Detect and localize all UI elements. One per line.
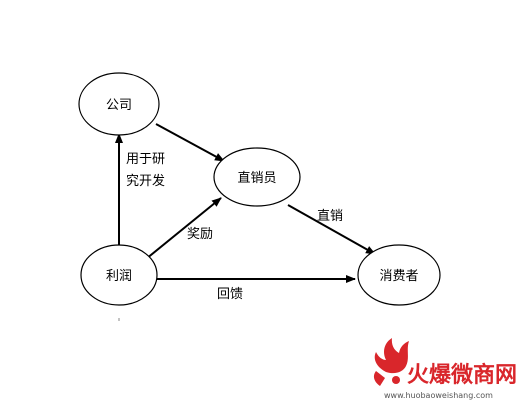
edge-profit-to-direct-seller bbox=[145, 197, 222, 260]
node-profit: 利润 bbox=[80, 244, 158, 306]
node-direct-seller-label: 直销员 bbox=[237, 171, 276, 186]
edge-label-feedback: 回馈 bbox=[217, 287, 243, 302]
edge-direct-seller-to-consumer bbox=[287, 204, 376, 255]
node-company: 公司 bbox=[78, 72, 160, 136]
edge-label-research-line2: 究开发 bbox=[126, 173, 165, 189]
node-direct-seller: 直销员 bbox=[213, 147, 301, 207]
watermark-brand: 火爆微商网 bbox=[407, 362, 517, 388]
edge-label-reward: 奖励 bbox=[187, 227, 213, 242]
watermark-url: www.huobaoweishang.com bbox=[384, 391, 493, 400]
node-profit-label: 利润 bbox=[106, 269, 132, 284]
watermark: 火爆微商网 www.huobaoweishang.com bbox=[373, 338, 517, 400]
node-consumer: 消费者 bbox=[357, 244, 441, 306]
flame-logo-icon bbox=[373, 338, 409, 386]
node-consumer-label: 消费者 bbox=[379, 269, 418, 284]
edge-company-to-direct-seller bbox=[155, 123, 225, 162]
node-company-label: 公司 bbox=[106, 98, 132, 113]
edge-label-research-line1: 用于研 bbox=[126, 152, 165, 167]
edge-label-direct-sale: 直销 bbox=[317, 209, 343, 224]
